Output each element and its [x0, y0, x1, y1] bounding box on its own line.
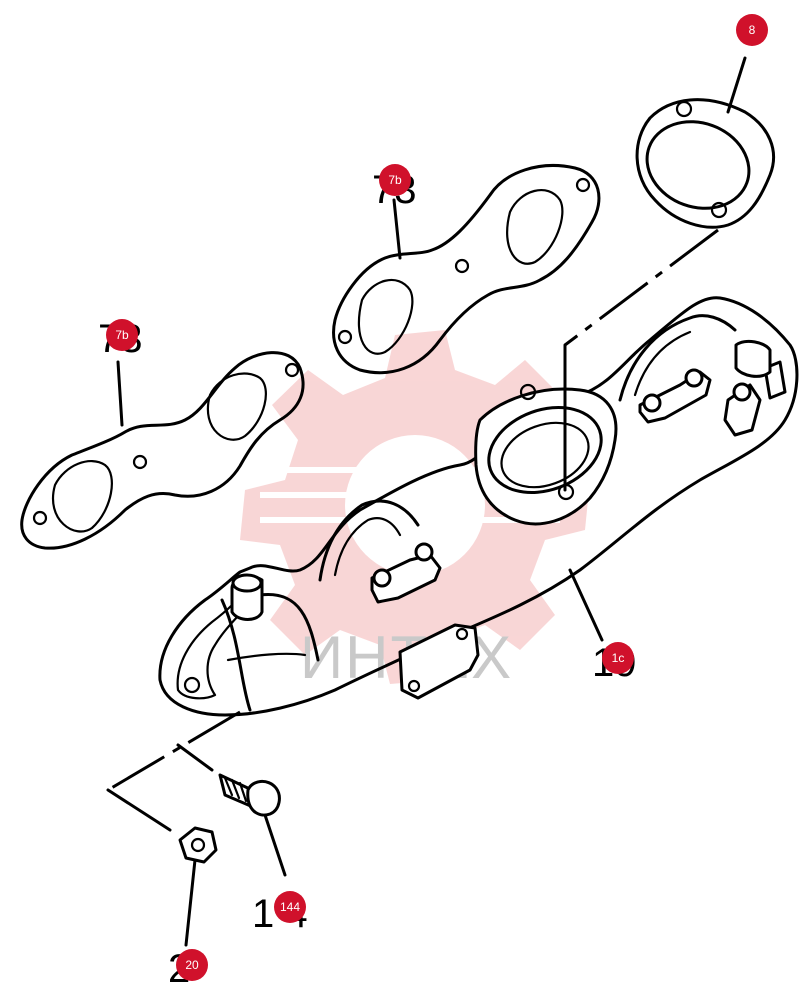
badge-1c[interactable]: 1c [602, 642, 634, 674]
exhaust-manifold-1c [158, 296, 799, 717]
bolt-144 [218, 773, 281, 817]
gasket-7b-lower [20, 351, 305, 550]
svg-text:20: 20 [185, 958, 199, 972]
badge-20[interactable]: 20 [176, 949, 208, 981]
svg-text:144: 144 [280, 900, 300, 914]
badge-7b-lower[interactable]: 7b [106, 319, 138, 351]
svg-text:1c: 1c [612, 651, 625, 665]
svg-text:7b: 7b [388, 173, 402, 187]
svg-text:8: 8 [749, 23, 756, 37]
nut-20 [178, 826, 218, 864]
badge-8[interactable]: 8 [736, 14, 768, 46]
gasket-8 [635, 98, 776, 229]
badge-7b-upper[interactable]: 7b [379, 164, 411, 196]
badge-144[interactable]: 144 [274, 891, 306, 923]
gasket-7b-upper [332, 164, 601, 375]
svg-text:7b: 7b [115, 328, 129, 342]
